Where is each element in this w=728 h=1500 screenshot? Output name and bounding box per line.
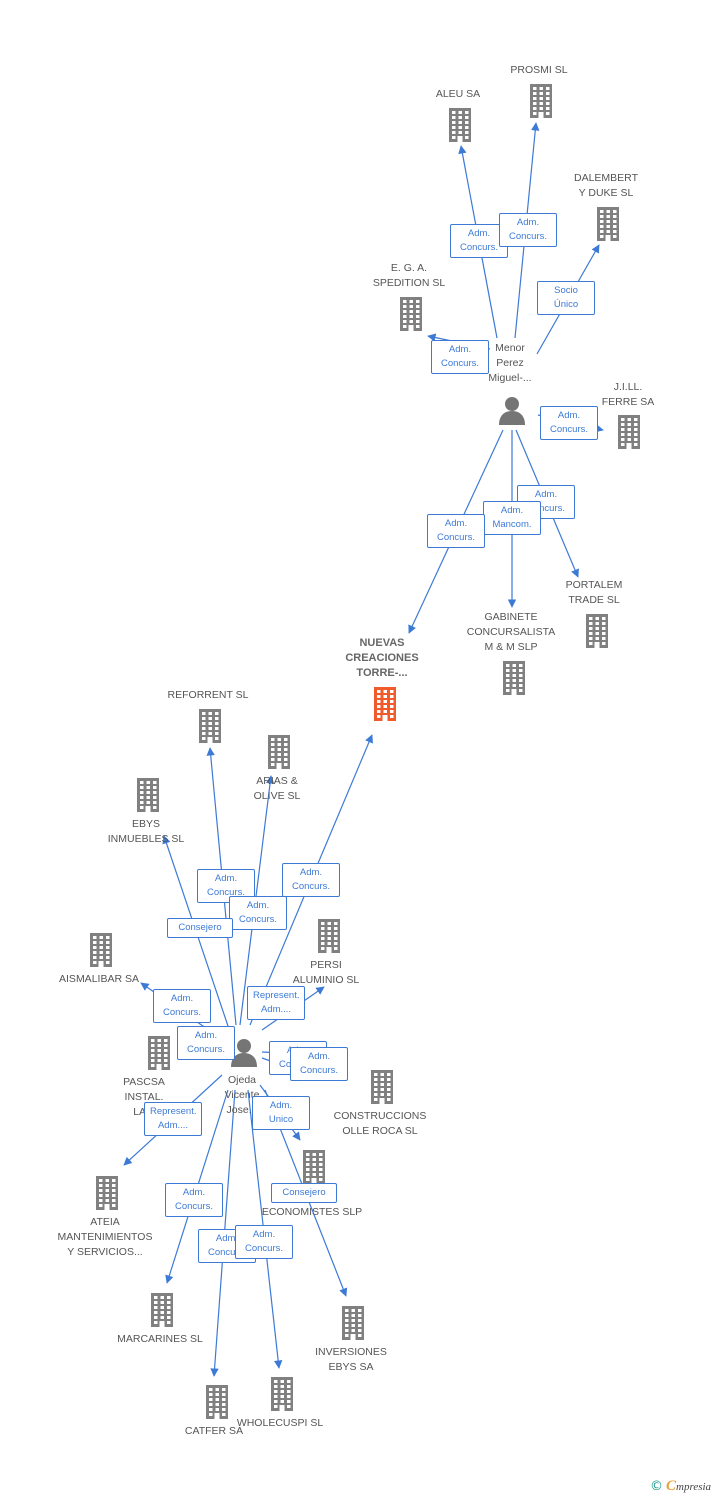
- company-label-nuevas[interactable]: NUEVAS CREACIONES TORRE-...: [345, 637, 419, 679]
- company-label-ebys[interactable]: EBYS INMUEBLES SL: [107, 818, 185, 845]
- edge-label[interactable]: Adm. Concurs.: [282, 863, 340, 897]
- company-label-gabinete[interactable]: GABINETE CONCURSALISTA M & M SLP: [466, 611, 556, 653]
- company-label-wholecuspi[interactable]: WHOLECUSPI SL: [236, 1417, 324, 1429]
- person-icon[interactable]: [497, 395, 527, 430]
- company-label-reforrent[interactable]: REFORRENT SL: [167, 689, 249, 701]
- company-label-portalem[interactable]: PORTALEM TRADE SL: [565, 579, 623, 606]
- edge-label[interactable]: Adm. Concurs.: [165, 1183, 223, 1217]
- edge-label[interactable]: Consejero: [271, 1183, 337, 1203]
- edge-label[interactable]: Adm. Concurs.: [290, 1047, 348, 1081]
- building-icon[interactable]: [398, 297, 424, 336]
- empresia-logo[interactable]: © Cmpresia: [650, 1478, 728, 1498]
- building-icon[interactable]: [528, 84, 554, 123]
- building-icon[interactable]: [197, 709, 223, 748]
- company-label-inversiones[interactable]: INVERSIONES EBYS SA: [315, 1346, 387, 1373]
- company-label-construccions[interactable]: CONSTRUCCIONS OLLE ROCA SL: [333, 1110, 427, 1137]
- edge-label[interactable]: Adm. Concurs.: [153, 989, 211, 1023]
- building-icon[interactable]: [616, 415, 642, 454]
- edge-label[interactable]: Adm. Unico: [252, 1096, 310, 1130]
- edge-label[interactable]: Adm. Concurs.: [427, 514, 485, 548]
- person-icon[interactable]: [229, 1037, 259, 1072]
- building-icon[interactable]: [595, 207, 621, 246]
- building-icon[interactable]: [94, 1176, 120, 1215]
- company-label-ateia[interactable]: ATEIA MANTENIMIENTOS Y SERVICIOS...: [57, 1216, 153, 1258]
- person-label-menor[interactable]: Menor Perez Miguel-...: [488, 342, 532, 384]
- edge-label[interactable]: Adm. Concurs.: [177, 1026, 235, 1060]
- company-label-aleu[interactable]: ALEU SA: [435, 88, 481, 100]
- building-icon[interactable]: [301, 1150, 327, 1189]
- building-icon[interactable]: [146, 1036, 172, 1075]
- company-label-aismalibar[interactable]: AISMALIBAR SA: [59, 973, 139, 985]
- company-label-catfer[interactable]: CATFER SA: [184, 1425, 244, 1437]
- building-icon[interactable]: [266, 735, 292, 774]
- edge-label[interactable]: Represent. Adm....: [247, 986, 305, 1020]
- company-label-marcarines[interactable]: MARCARINES SL: [117, 1333, 203, 1345]
- main-company-building-icon[interactable]: [372, 687, 398, 726]
- building-icon[interactable]: [135, 778, 161, 817]
- edge-label[interactable]: Adm. Concurs.: [540, 406, 598, 440]
- company-label-persi[interactable]: PERSI ALUMINIO SL: [292, 959, 360, 986]
- edge-label[interactable]: Adm. Concurs.: [499, 213, 557, 247]
- edge-label[interactable]: Adm. Concurs.: [431, 340, 489, 374]
- company-label-prosmi[interactable]: PROSMI SL: [510, 64, 568, 76]
- person-label-ojeda[interactable]: Ojeda Vicente Jose...: [224, 1074, 260, 1116]
- building-icon[interactable]: [269, 1377, 295, 1416]
- edge-label[interactable]: Adm. Concurs.: [235, 1225, 293, 1259]
- building-icon[interactable]: [204, 1385, 230, 1424]
- building-icon[interactable]: [447, 108, 473, 147]
- brand-name: mpresia: [676, 1481, 712, 1493]
- edge-label[interactable]: Socio Único: [537, 281, 595, 315]
- edge-label[interactable]: Consejero: [167, 918, 233, 938]
- building-icon[interactable]: [88, 933, 114, 972]
- building-icon[interactable]: [369, 1070, 395, 1109]
- company-label-arias[interactable]: ARIAS & OLIVE SL: [253, 775, 301, 802]
- building-icon[interactable]: [149, 1293, 175, 1332]
- company-label-dalembert[interactable]: DALEMBERT Y DUKE SL: [574, 172, 638, 199]
- edge-label[interactable]: Represent. Adm....: [144, 1102, 202, 1136]
- company-label-pascsa[interactable]: PASCSA INSTAL. LA...: [123, 1076, 165, 1118]
- copyright-icon: ©: [650, 1479, 663, 1494]
- brand-initial: C: [666, 1478, 677, 1494]
- building-icon[interactable]: [584, 614, 610, 653]
- edge-label[interactable]: Adm. Mancom.: [483, 501, 541, 535]
- building-icon[interactable]: [340, 1306, 366, 1345]
- building-icon[interactable]: [316, 919, 342, 958]
- edge-label[interactable]: Adm. Concurs.: [229, 896, 287, 930]
- building-icon[interactable]: [501, 661, 527, 700]
- company-label-ega[interactable]: E. G. A. SPEDITION SL: [372, 262, 446, 289]
- company-label-economistes[interactable]: ECONOMISTES SLP: [261, 1206, 363, 1218]
- edge-label[interactable]: Adm. Concurs.: [450, 224, 508, 258]
- company-label-jill[interactable]: J.I.LL. FERRE SA: [601, 381, 655, 408]
